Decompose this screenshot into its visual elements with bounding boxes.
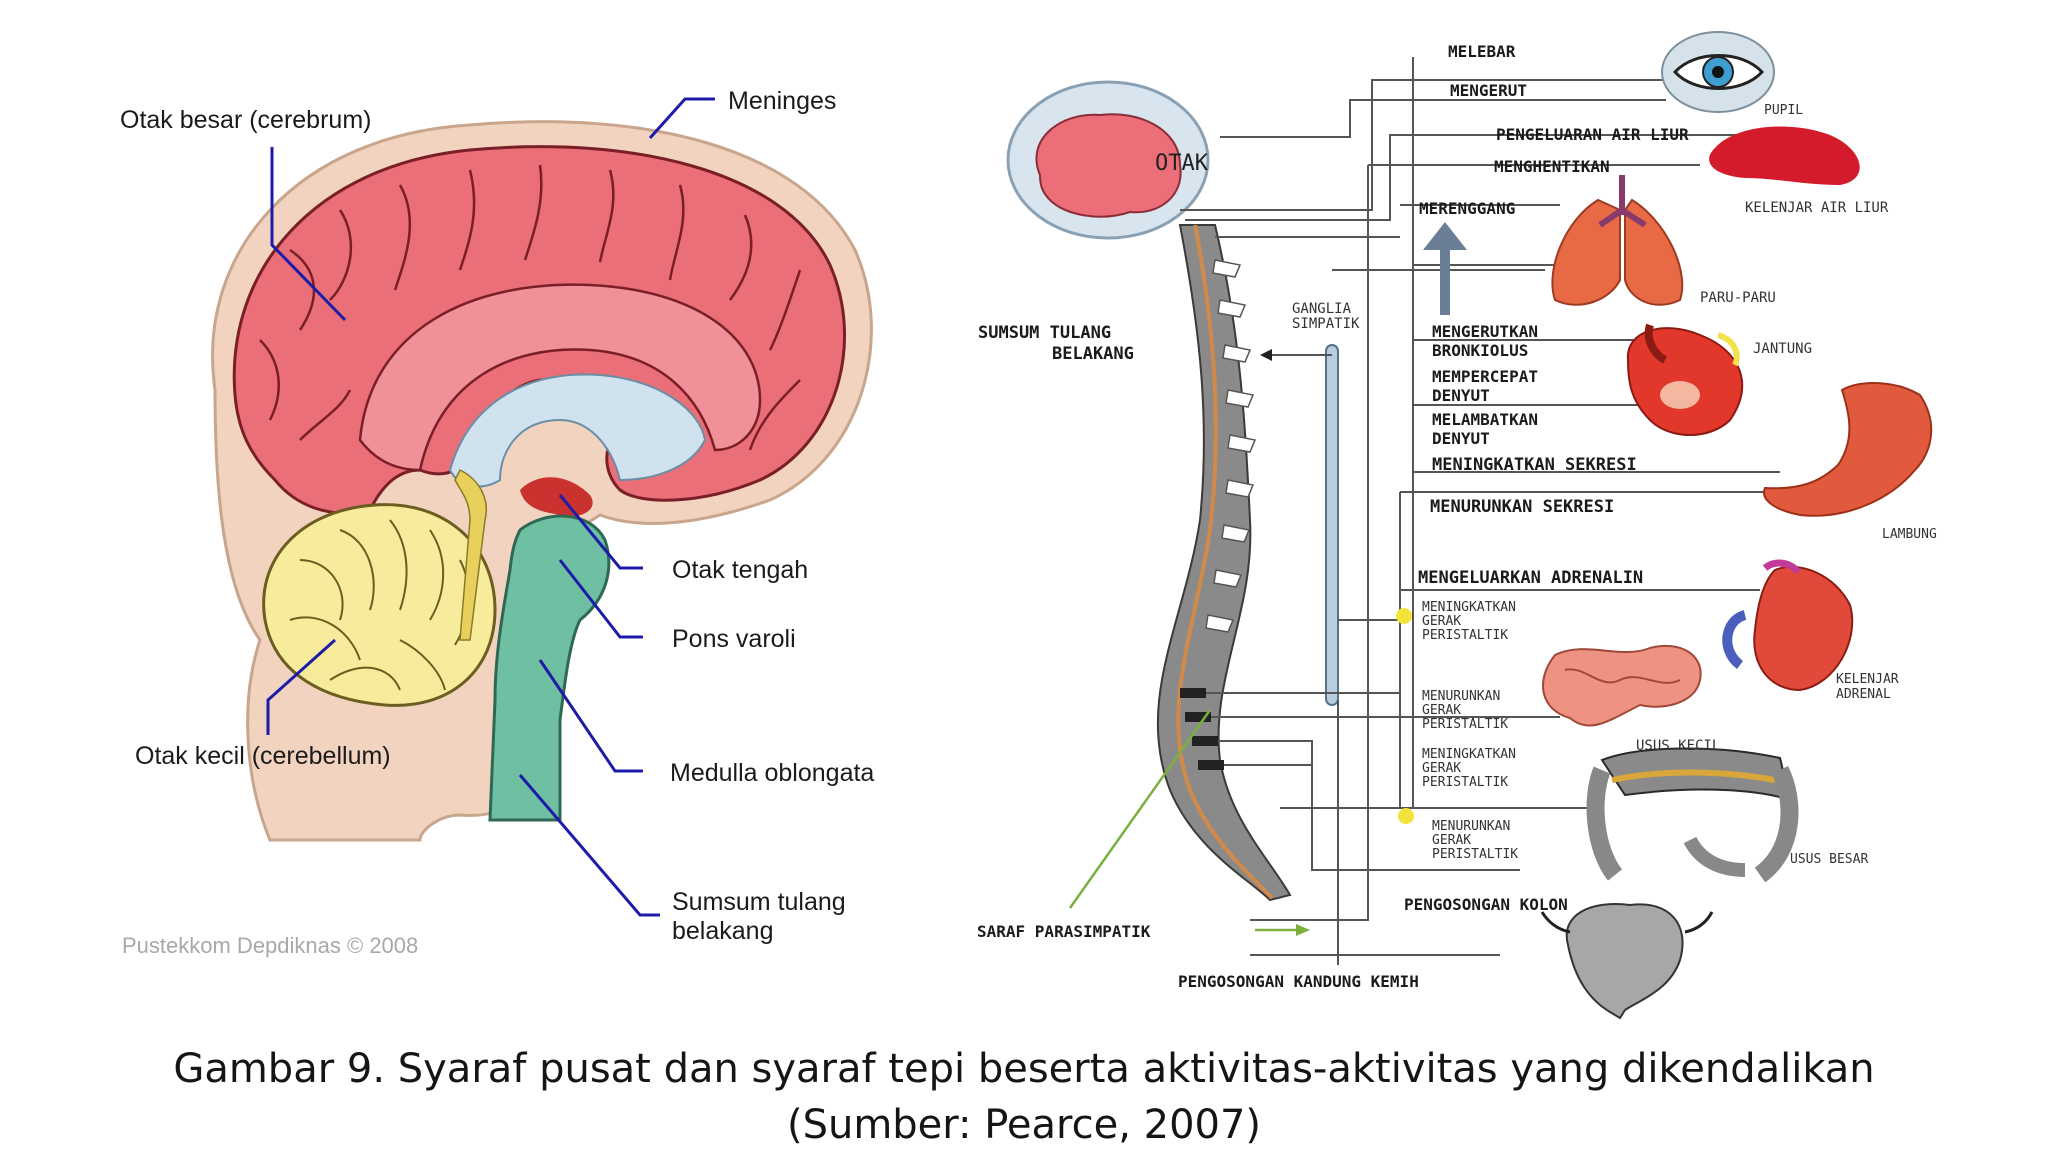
- brainstem: [488, 514, 611, 822]
- label-meningkatkan-sekresi: MENINGKATKAN SEKRESI: [1432, 455, 1637, 475]
- label-peristaltik-3b: GERAK: [1422, 761, 1461, 776]
- nerve-connections: [1180, 57, 1800, 965]
- spinal-column: [1156, 224, 1292, 902]
- label-peristaltik-4a: MENURUNKAN: [1432, 819, 1510, 834]
- eye-icon: [1661, 31, 1775, 113]
- brain-leader-lines: [266, 97, 715, 917]
- ganglia-chain: [1325, 344, 1339, 706]
- label-sumsum-1: SUMSUM TULANG: [978, 323, 1111, 343]
- stomach-icon: [1763, 382, 1933, 517]
- label-jantung: JANTUNG: [1753, 341, 1812, 357]
- label-pengosongan-kemih: PENGOSONGAN KANDUNG KEMIH: [1178, 972, 1419, 991]
- label-ganglia-1: GANGLIA: [1292, 301, 1352, 317]
- label-peristaltik-2c: PERISTALTIK: [1422, 717, 1508, 732]
- label-pupil: PUPIL: [1764, 103, 1803, 118]
- credit-text: Pustekkom Depdiknas © 2008: [122, 933, 418, 958]
- label-pengosongan-kolon: PENGOSONGAN KOLON: [1404, 895, 1568, 914]
- label-peristaltik-3c: PERISTALTIK: [1422, 775, 1508, 790]
- label-peristaltik-2a: MENURUNKAN: [1422, 689, 1500, 704]
- figure: Otak besar (cerebrum) Meninges Otak teng…: [120, 31, 1937, 1020]
- label-merenggang: MERENGGANG: [1419, 199, 1515, 218]
- figure-source: (Sumber: Pearce, 2007): [786, 1102, 1262, 1148]
- label-kelenjar-adrenal-1: KELENJAR: [1836, 672, 1899, 687]
- brain-illustration: Otak besar (cerebrum) Meninges Otak teng…: [120, 87, 874, 958]
- gyri-lines: [259, 164, 802, 451]
- label-paru-paru: PARU-PARU: [1700, 290, 1776, 306]
- label-melebar: MELEBAR: [1448, 42, 1516, 61]
- cerebellum-shape: [262, 503, 497, 707]
- thalamus: [520, 477, 593, 517]
- label-pons: Pons varoli: [672, 625, 796, 653]
- nervous-system-illustration: OTAK: [977, 31, 1937, 1020]
- bladder-icon: [1540, 903, 1714, 1020]
- label-melambatkan-1: MELAMBATKAN: [1432, 410, 1538, 429]
- label-usus-besar: USUS BESAR: [1790, 852, 1868, 867]
- ganglion-dot: [1398, 808, 1414, 824]
- label-pengeluaran: PENGELUARAN AIR LIUR: [1496, 125, 1689, 144]
- label-peristaltik-1c: PERISTALTIK: [1422, 628, 1508, 643]
- label-usus-kecil: USUS KECIL: [1636, 738, 1720, 754]
- parasimpatik-line: [1068, 709, 1212, 909]
- small-intestine-icon: [1542, 644, 1702, 727]
- label-kelenjar-air-liur: KELENJAR AIR LIUR: [1745, 200, 1889, 216]
- label-peristaltik-2b: GERAK: [1422, 703, 1461, 718]
- adrenal-gland-icon: [1722, 559, 1854, 692]
- label-mempercepat-2: DENYUT: [1432, 386, 1490, 405]
- label-cerebrum: Otak besar (cerebrum): [120, 106, 371, 134]
- parasimpatik-arrowhead: [1296, 924, 1310, 936]
- salivary-gland-icon: [1709, 126, 1860, 185]
- label-midbrain: Otak tengah: [672, 556, 808, 584]
- label-menghentikan: MENGHENTIKAN: [1494, 157, 1610, 176]
- pituitary-stalk: [454, 468, 487, 641]
- corpus-callosum: [358, 283, 762, 472]
- large-intestine-icon: [1586, 747, 1799, 883]
- label-peristaltik-4c: PERISTALTIK: [1432, 847, 1518, 862]
- heart-icon: [1626, 323, 1744, 436]
- ganglion-dot: [1396, 608, 1412, 624]
- label-saraf-parasimpatik: SARAF PARASIMPATIK: [977, 922, 1151, 941]
- figure-caption: Gambar 9. Syaraf pusat dan syaraf tepi b…: [173, 1046, 1875, 1092]
- label-peristaltik-1b: GERAK: [1422, 614, 1461, 629]
- label-otak: OTAK: [1155, 151, 1209, 176]
- label-peristaltik-1a: MENINGKATKAN: [1422, 600, 1516, 615]
- label-adrenalin: MENGELUARKAN ADRENALIN: [1418, 568, 1643, 588]
- label-mengerutkan-2: BRONKIOLUS: [1432, 341, 1528, 360]
- lungs-icon: [1551, 175, 1684, 306]
- label-sumsum-2: BELAKANG: [1052, 344, 1134, 364]
- label-peristaltik-4b: GERAK: [1432, 833, 1471, 848]
- spinal-cord-nerve: [1176, 224, 1274, 900]
- merenggang-arrowhead: [1423, 222, 1467, 250]
- label-menurunkan-sekresi: MENURUNKAN SEKRESI: [1430, 497, 1614, 517]
- label-kelenjar-adrenal-2: ADRENAL: [1836, 687, 1891, 702]
- vertebrae: [1205, 259, 1257, 633]
- otak-brain: [1035, 113, 1182, 218]
- label-mempercepat-1: MEMPERCEPAT: [1432, 367, 1538, 386]
- ventricle: [448, 373, 707, 488]
- label-melambatkan-2: DENYUT: [1432, 429, 1490, 448]
- label-lambung: LAMBUNG: [1882, 527, 1937, 542]
- label-meninges: Meninges: [728, 87, 836, 115]
- sacral-blocks: [1180, 688, 1224, 770]
- label-spinal-2: belakang: [672, 917, 773, 945]
- label-mengerutkan-1: MENGERUTKAN: [1432, 322, 1538, 341]
- sumsum-arrowhead: [1260, 349, 1272, 361]
- label-medulla: Medulla oblongata: [670, 759, 874, 787]
- label-mengerut: MENGERUT: [1450, 81, 1527, 100]
- label-ganglia-2: SIMPATIK: [1292, 316, 1360, 332]
- label-spinal-1: Sumsum tulang: [672, 888, 846, 916]
- label-peristaltik-3a: MENINGKATKAN: [1422, 747, 1516, 762]
- label-cerebellum: Otak kecil (cerebellum): [135, 742, 391, 770]
